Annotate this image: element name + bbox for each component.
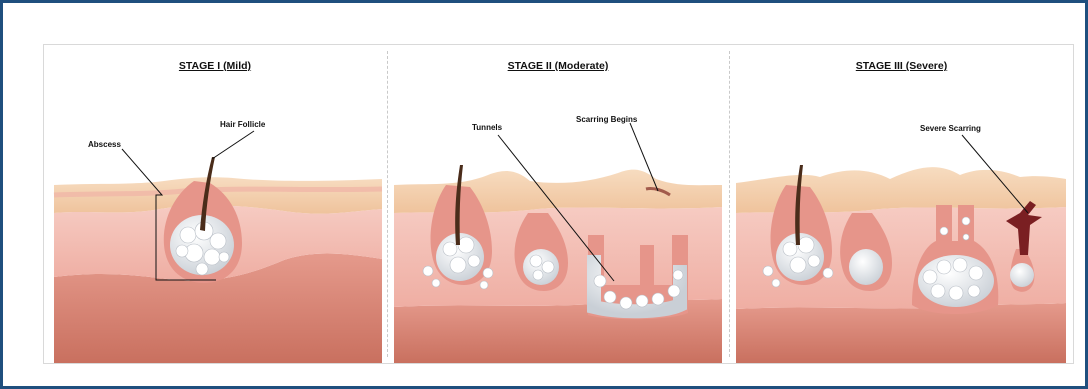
stage-3-illustration (730, 45, 1073, 363)
scarring-begins-label: Scarring Begins (576, 115, 637, 124)
stage-2-illustration (388, 45, 728, 363)
stage-1-illustration (44, 45, 386, 363)
severe-scarring-label: Severe Scarring (920, 124, 981, 133)
stage-1-panel: STAGE I (Mild) Absces (44, 45, 386, 363)
stage-2-panel: STAGE II (Moderate) (388, 45, 728, 363)
abscess-label: Abscess (88, 140, 121, 149)
deep-tissue-layer (736, 303, 1066, 363)
stages-diagram: STAGE I (Mild) Absces (43, 44, 1074, 364)
tunnels-label: Tunnels (472, 123, 502, 132)
stage-3-panel: STAGE III (Severe) (730, 45, 1073, 363)
hair-follicle-label: Hair Follicle (220, 120, 265, 129)
